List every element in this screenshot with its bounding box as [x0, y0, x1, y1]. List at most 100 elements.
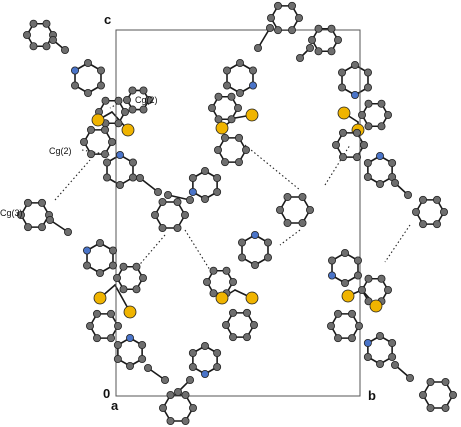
carbon-icon [107, 334, 116, 343]
carbon-icon [338, 153, 347, 162]
carbon-icon [46, 215, 55, 224]
carbon-icon [158, 198, 167, 207]
carbon-icon [108, 246, 117, 255]
carbon-icon [114, 96, 123, 105]
carbon-icon [113, 354, 122, 363]
carbon-icon [16, 210, 25, 219]
carbon-icon [22, 30, 31, 39]
carbon-icon [390, 178, 399, 187]
atom-layer [16, 1, 457, 425]
carbon-icon [138, 340, 147, 349]
nitrogen-icon [126, 333, 135, 342]
carbon-icon [364, 274, 373, 283]
carbon-icon [96, 81, 105, 90]
carbon-icon [234, 158, 243, 167]
origin-label: 0 [103, 386, 110, 401]
carbon-icon [418, 195, 427, 204]
carbon-icon [327, 24, 336, 33]
carbon-icon [388, 338, 397, 347]
carbon-icon [173, 387, 182, 396]
carbon-icon [250, 260, 259, 269]
contact-line [81, 149, 111, 156]
carbon-icon [375, 179, 384, 188]
carbon-icon [364, 99, 373, 108]
carbon-icon [96, 66, 105, 75]
carbon-icon [119, 285, 128, 294]
axis-c-label: c [104, 12, 111, 27]
carbon-icon [340, 278, 349, 287]
carbon-icon [84, 89, 93, 98]
carbon-icon [228, 333, 237, 342]
carbon-icon [113, 340, 122, 349]
carbon-icon [158, 223, 167, 232]
carbon-icon [103, 173, 112, 182]
carbon-icon [93, 309, 102, 318]
axis-b-label: b [368, 388, 376, 403]
carbon-icon [180, 210, 189, 219]
carbon-icon [138, 354, 147, 363]
carbon-icon [377, 99, 386, 108]
carbon-icon [114, 321, 123, 330]
carbon-icon [266, 13, 275, 22]
carbon-icon [377, 274, 386, 283]
carbon-icon [353, 256, 362, 265]
carbon-icon [113, 273, 122, 282]
carbon-icon [235, 59, 244, 68]
carbon-icon [364, 122, 373, 131]
carbon-icon [87, 125, 96, 134]
carbon-icon [253, 44, 262, 53]
sulfur-icon [93, 291, 107, 305]
carbon-icon [273, 26, 282, 35]
carbon-icon [107, 309, 116, 318]
carbon-icon [153, 187, 162, 196]
carbon-icon [248, 66, 257, 75]
carbon-icon [200, 166, 209, 175]
carbon-icon [114, 119, 123, 128]
carbon-icon [71, 81, 80, 90]
carbon-icon [108, 137, 117, 146]
carbon-icon [390, 360, 399, 369]
carbon-icon [242, 333, 251, 342]
carbon-icon [209, 266, 218, 275]
carbon-icon [333, 36, 342, 45]
carbon-icon [108, 261, 117, 270]
carbon-icon [101, 150, 110, 159]
carbon-icon [439, 207, 448, 216]
carbon-icon [275, 205, 284, 214]
sulfur-icon [245, 291, 259, 305]
carbon-icon [347, 309, 356, 318]
sulfur-icon [341, 289, 355, 303]
carbon-icon [132, 285, 141, 294]
carbon-icon [49, 36, 58, 45]
carbon-icon [432, 195, 441, 204]
carbon-icon [139, 86, 148, 95]
carbon-icon [23, 223, 32, 232]
carbon-icon [249, 320, 258, 329]
carbon-icon [80, 137, 89, 146]
nitrogen-icon [350, 91, 359, 100]
carbon-icon [331, 140, 340, 149]
carbon-icon [181, 416, 190, 425]
carbon-icon [101, 125, 110, 134]
carbon-icon [352, 153, 361, 162]
carbon-icon [138, 273, 147, 282]
carbon-icon [213, 348, 222, 357]
carbon-icon [233, 104, 242, 113]
nitrogen-icon [71, 66, 80, 75]
carbon-icon [143, 363, 152, 372]
carbon-icon [338, 83, 347, 92]
carbon-icon [103, 158, 112, 167]
carbon-icon [283, 218, 292, 227]
sulfur-icon [121, 123, 135, 137]
carbon-icon [83, 261, 92, 270]
carbon-icon [163, 190, 172, 199]
carbon-icon [340, 248, 349, 257]
carbon-icon [160, 375, 169, 384]
nitrogen-icon [248, 81, 257, 90]
carbon-icon [61, 46, 70, 55]
carbon-icon [295, 54, 304, 63]
carbon-icon [287, 26, 296, 35]
carbon-icon [121, 108, 130, 117]
